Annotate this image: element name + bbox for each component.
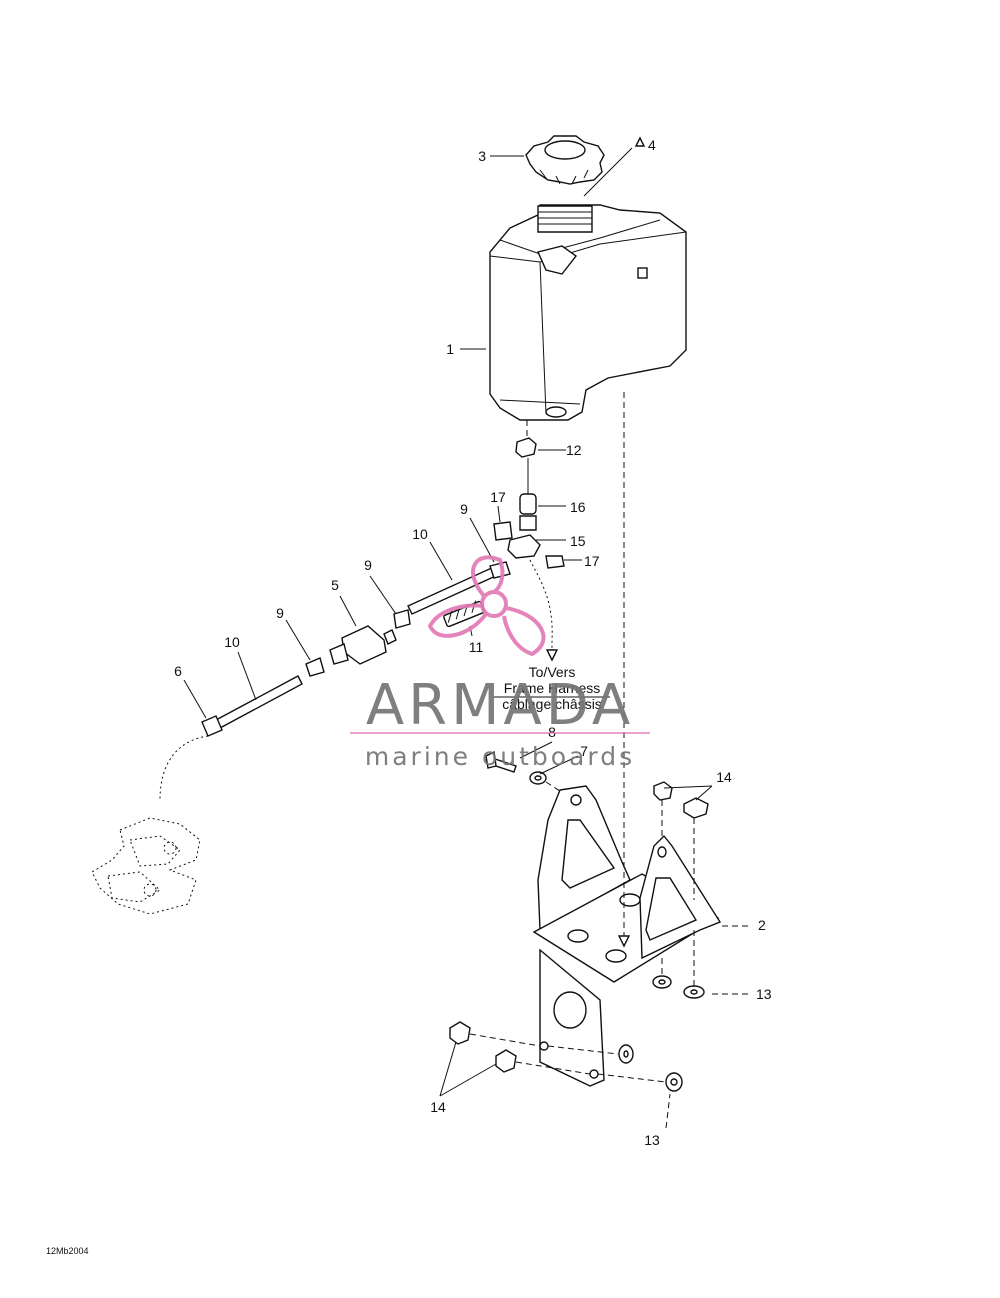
nut-top-left [653,781,673,801]
callout-17-right: 17 [584,553,600,569]
hose-lower [215,675,303,729]
oil-tank [489,204,687,421]
callout-10-lower: 10 [224,634,240,650]
callout-4: 4 [648,137,656,153]
oil-pump-assembly [91,817,201,915]
clamp-lower [305,657,325,677]
washer-right-b [683,985,705,999]
tank-filler-neck [537,205,593,233]
harness-note-line3: câblage châssis [502,696,602,712]
harness-note-line2: Frame Harness [504,680,600,696]
harness-wire [529,559,553,652]
outlet-fitting [507,458,541,559]
washer-lower-b [665,1072,683,1092]
callout-17-upper: 17 [490,489,506,505]
drawing-id: 12Mb2004 [46,1246,89,1256]
callout-7: 7 [580,743,588,759]
harness-note-line1: To/Vers [529,664,576,680]
callout-15: 15 [570,533,586,549]
nut-lower-b [495,1049,517,1073]
tie-clamps [493,521,565,569]
clamp-middle [393,609,411,629]
drop-icon [634,136,646,147]
callout-12: 12 [566,442,582,458]
washer [529,771,547,785]
leader-lines [183,155,752,1129]
callout-16: 16 [570,499,586,515]
callout-9-lower: 9 [276,605,284,621]
washer-right-a [652,975,672,989]
callout-10-upper: 10 [412,526,428,542]
callout-13-right: 13 [756,986,772,1002]
mounting-bracket [532,785,722,1087]
callout-9-upper: 9 [460,501,468,517]
assembly-line [547,1045,619,1055]
assembly-line [597,1073,667,1083]
callout-1: 1 [446,341,454,357]
fitting [201,715,223,737]
callout-14-top: 14 [716,769,732,785]
callout-13-lower: 13 [644,1132,660,1148]
watermark-brand: ARMADA [366,673,634,738]
outlet-grommet [515,437,537,458]
arrow-head [545,649,559,662]
assembly-line [515,1061,591,1075]
nut-top-right [683,797,709,819]
callout-3: 3 [478,148,486,164]
callout-6: 6 [174,663,182,679]
callout-8: 8 [548,724,556,740]
callout-2: 2 [758,917,766,933]
armada-watermark: ARMADA marine outboards [350,555,650,771]
propeller-logo [427,555,546,657]
assembly-line [469,1033,541,1047]
callout-11: 11 [469,639,484,655]
leader-line [583,147,633,197]
fuel-line-route [159,735,209,801]
fuel-filter [329,625,397,665]
washer-lower-a [618,1044,634,1064]
nut-lower-a [449,1021,471,1045]
callout-5: 5 [331,577,339,593]
watermark-tagline: marine outboards [365,742,635,771]
tank-cap [525,135,605,185]
assembly-line [545,781,575,801]
bolt [485,750,517,773]
callout-9-middle: 9 [364,557,372,573]
arrow-head [617,935,631,948]
callout-14-lower: 14 [430,1099,446,1115]
